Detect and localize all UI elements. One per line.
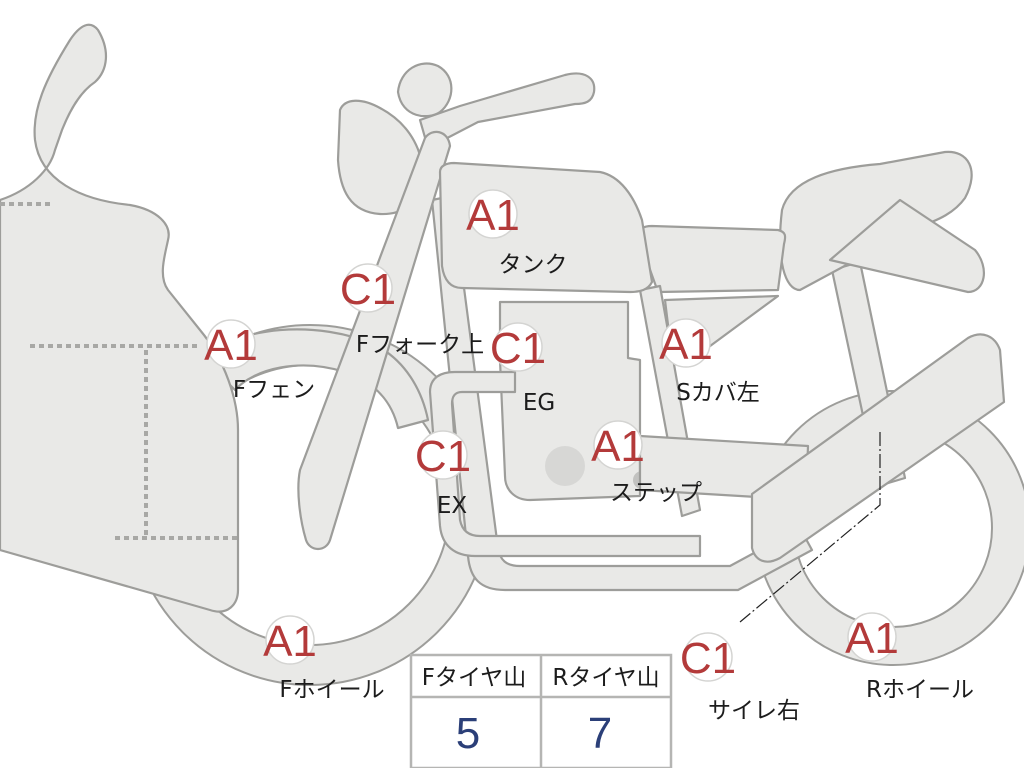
grade-engine: C1 — [490, 324, 546, 373]
marker-ffender: A1 Fフェン — [204, 319, 315, 403]
marker-ffork: C1 Fフォーク上 — [340, 263, 484, 358]
grade-ffender: A1 — [204, 321, 258, 370]
marker-step: A1 ステップ — [591, 420, 702, 506]
label-ffender: Fフェン — [233, 377, 315, 403]
rear-tire-value: 7 — [588, 709, 612, 758]
rear-tire-header: Rタイヤ山 — [552, 665, 659, 691]
label-ffork: Fフォーク上 — [356, 332, 484, 358]
label-step: ステップ — [610, 480, 702, 506]
marker-rwheel: A1 Rホイール — [845, 612, 974, 703]
grade-fwheel: A1 — [263, 617, 317, 666]
grade-tank: A1 — [466, 191, 520, 240]
label-tank: タンク — [499, 252, 568, 278]
grade-ffork: C1 — [340, 265, 396, 314]
front-tire-value: 5 — [456, 709, 480, 758]
grade-scover-left: A1 — [659, 320, 713, 369]
front-tire-header: Fタイヤ山 — [422, 665, 527, 691]
marker-muffler-right: C1 サイレ右 — [680, 632, 800, 724]
grade-exhaust: C1 — [415, 432, 471, 481]
label-fwheel: Fホイール — [279, 677, 384, 703]
front-fork — [297, 130, 452, 551]
muffler-leader-line — [739, 432, 881, 623]
grade-muffler-right: C1 — [680, 634, 736, 683]
label-scover-left: Sカバ左 — [676, 380, 760, 406]
label-muffler-right: サイレ右 — [708, 698, 800, 724]
grade-step: A1 — [591, 422, 645, 471]
tire-tread-table: Fタイヤ山 Rタイヤ山 5 7 — [409, 653, 673, 768]
meter — [396, 62, 453, 118]
label-exhaust: EX — [437, 493, 468, 519]
label-rwheel: Rホイール — [866, 677, 974, 703]
engine-cover-round — [545, 446, 585, 486]
side-cover — [636, 224, 787, 294]
rear-cowl — [828, 198, 985, 294]
grade-rwheel: A1 — [845, 614, 899, 663]
marker-fwheel: A1 Fホイール — [263, 615, 385, 703]
marker-scover-left: A1 Sカバ左 — [659, 318, 760, 406]
marker-tank: A1 タンク — [466, 189, 568, 278]
muffler — [750, 333, 1006, 563]
exhaust-pipe — [428, 370, 702, 558]
marker-exhaust: C1 EX — [415, 430, 471, 519]
front-fairing — [0, 23, 240, 613]
marker-engine: C1 EG — [490, 322, 555, 416]
label-engine: EG — [523, 390, 555, 416]
handlebar — [418, 72, 596, 150]
